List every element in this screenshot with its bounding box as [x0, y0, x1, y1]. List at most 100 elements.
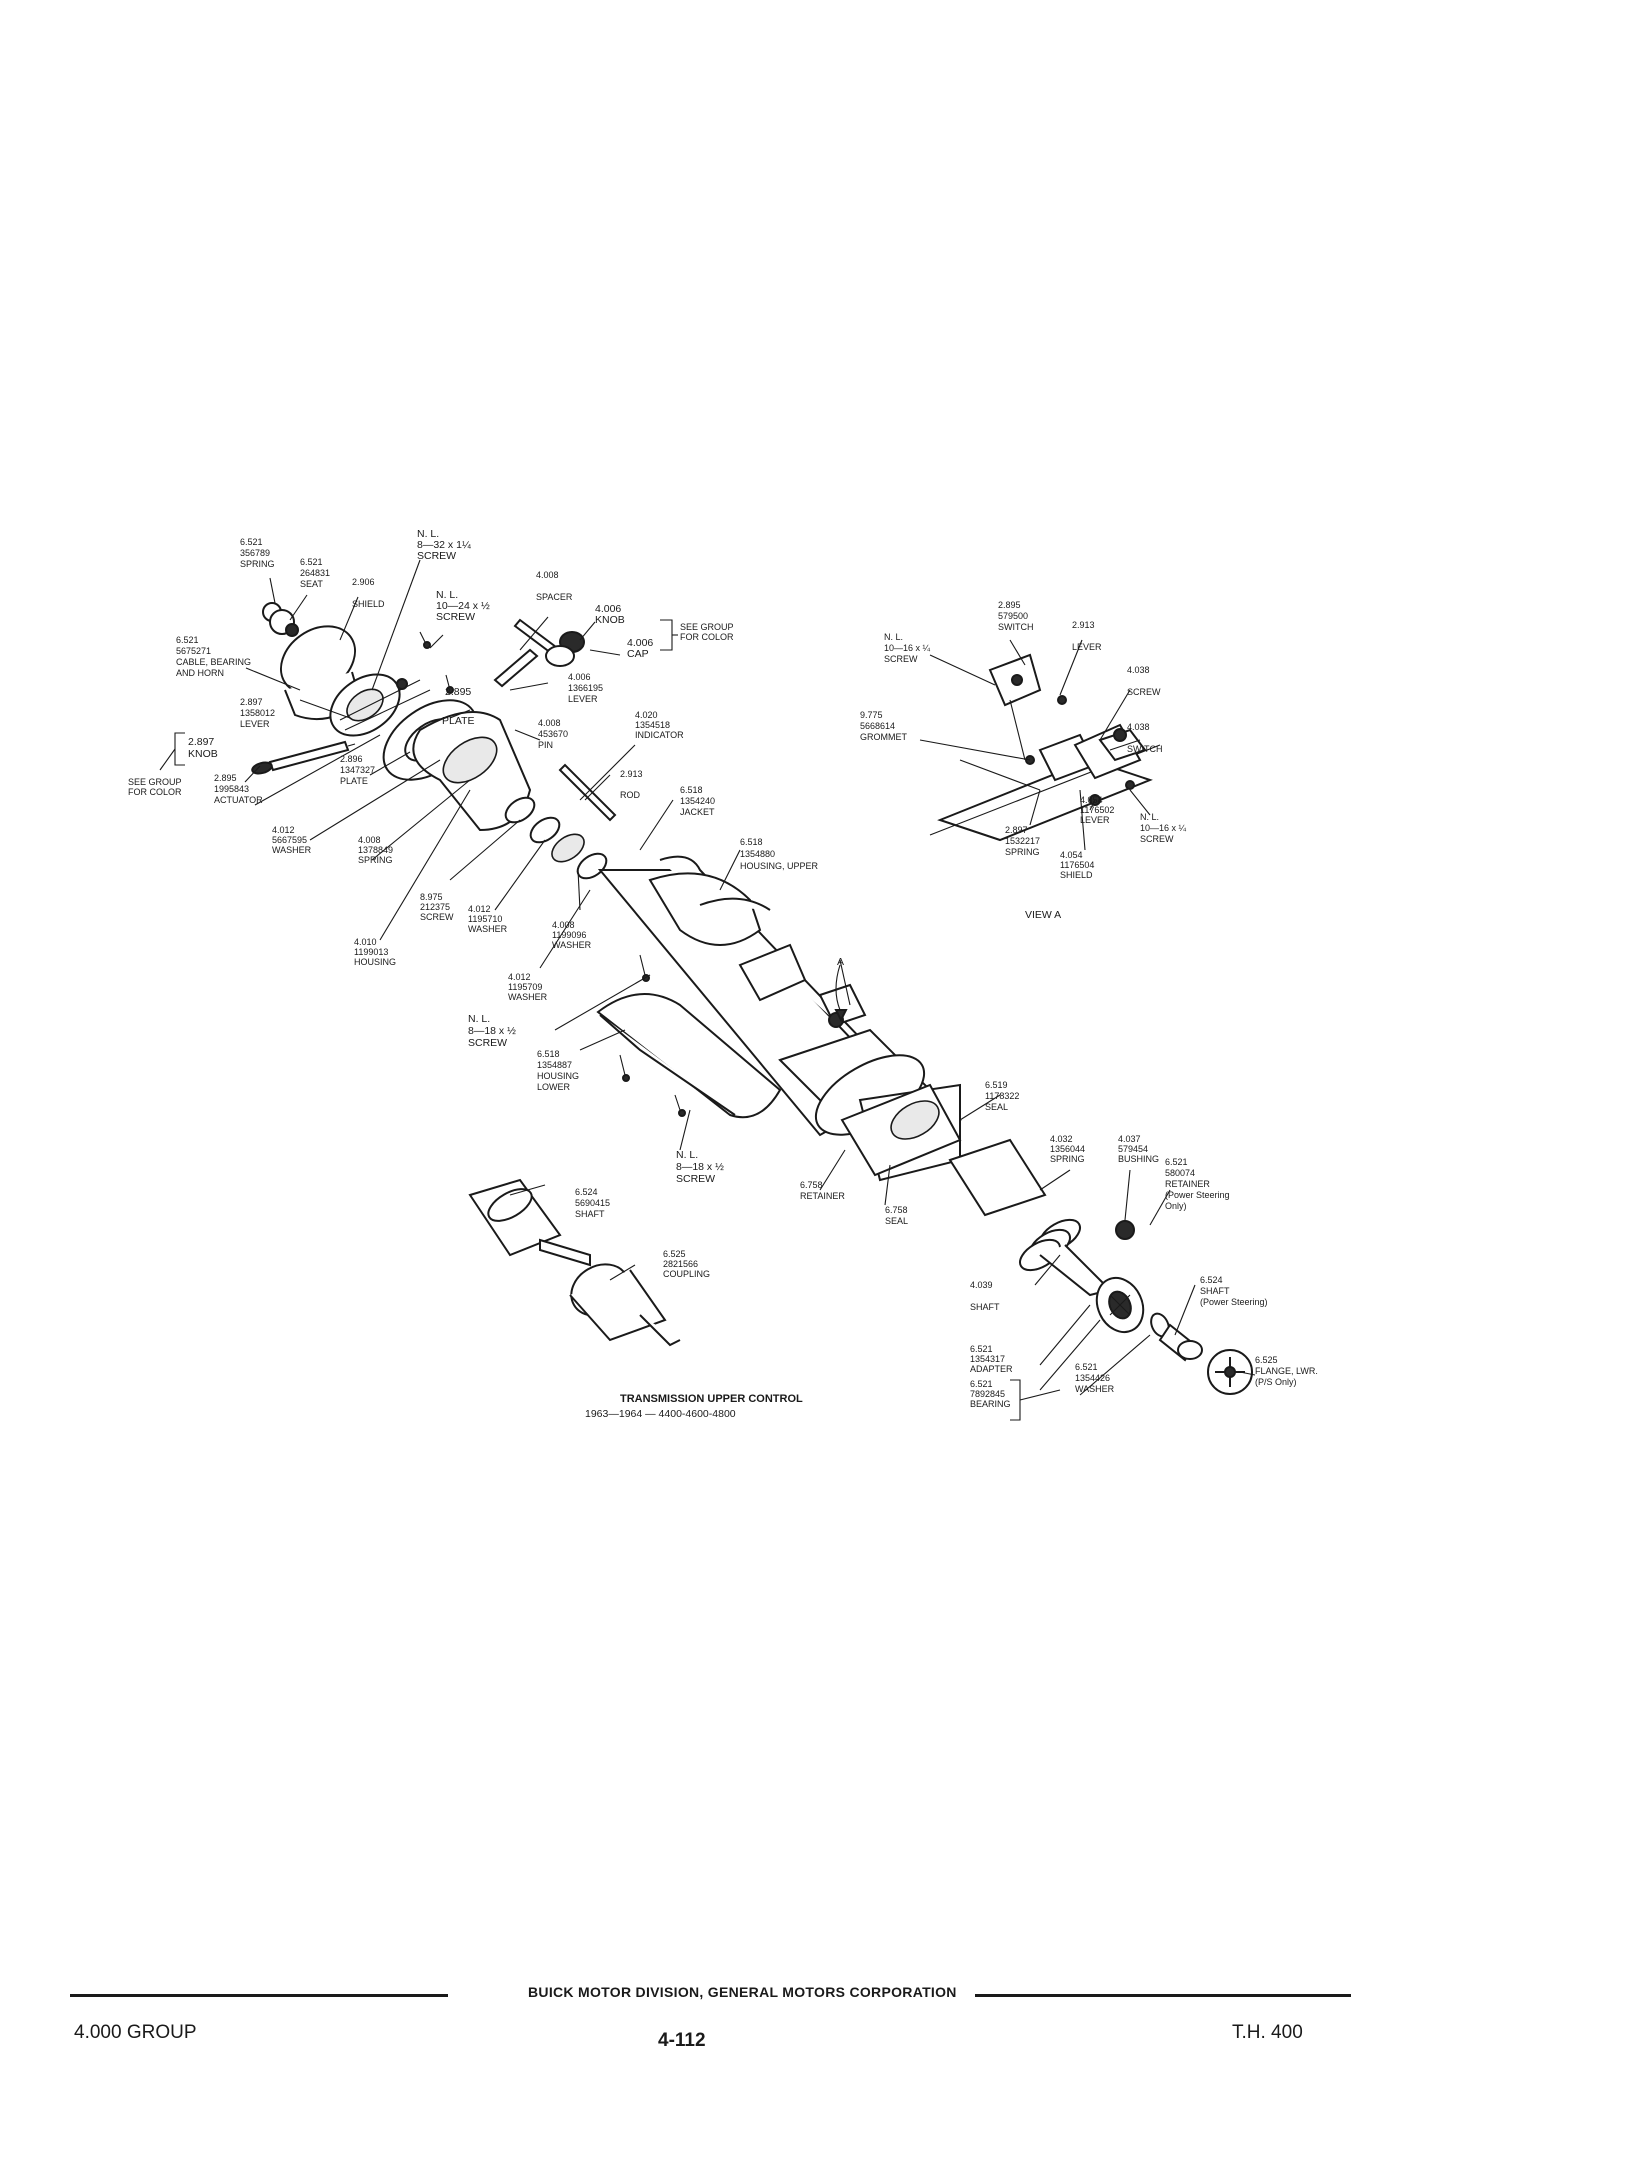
callout-line: 2.906: [352, 577, 375, 587]
callout-line: 1354880: [740, 849, 775, 859]
callout-line: SCREW: [1127, 687, 1161, 697]
callout-line: SCREW: [884, 654, 918, 664]
callout-line: N. L.: [417, 528, 439, 540]
callout-line: 1378849: [358, 845, 393, 855]
callout-line: 1195709: [508, 982, 542, 992]
callout-line: 6.524: [1200, 1275, 1223, 1285]
callout-line: 579454: [1118, 1144, 1148, 1154]
callout-line: 4.008: [358, 835, 381, 845]
callout-line: HOUSING, UPPER: [740, 861, 819, 871]
callout-line: 10—16 x ¼: [1140, 823, 1187, 833]
callout-line: 1366195: [568, 683, 603, 693]
callout-line: WASHER: [272, 845, 312, 855]
callout-line: 2.897: [1005, 825, 1028, 835]
callout-line: SHIELD: [352, 599, 385, 609]
housing-lower: [596, 993, 782, 1119]
callout-line: SPRING: [1005, 847, 1040, 857]
callout-line: 1199013: [354, 947, 388, 957]
callout-line: 2.913: [620, 769, 643, 779]
callout-line: 7892845: [970, 1389, 1005, 1399]
callout-line: ROD: [620, 790, 641, 800]
callout-line: 2821566: [663, 1259, 698, 1269]
callout-line: 1347327: [340, 765, 375, 775]
callout-line: 8—32 x 1¼: [417, 539, 471, 551]
callout-line: LEVER: [240, 719, 270, 729]
callout-line: Only): [1165, 1201, 1187, 1211]
callout-line: SWITCH: [998, 622, 1034, 632]
callout-line: 6.521: [1165, 1157, 1188, 1167]
callout-line: 1354426: [1075, 1373, 1110, 1383]
callout-line: 1178322: [985, 1091, 1019, 1101]
washer-spring-stack: [504, 796, 608, 880]
callout-line: GROMMET: [860, 732, 907, 742]
callout-line: 6.521: [1075, 1362, 1098, 1372]
callout-line: 4.012: [468, 904, 491, 914]
bearing-adapter: [1095, 1276, 1145, 1334]
callout-line: 4.038: [1127, 665, 1150, 675]
callout-line: 264831: [300, 568, 330, 578]
callout-line: SPACER: [536, 592, 573, 602]
callout-line: 6.758: [885, 1205, 908, 1215]
callout-line: 10—16 x ¼: [884, 643, 931, 653]
lever-knob: [251, 740, 356, 775]
callout-line: 4.038: [1127, 722, 1150, 732]
callout-line: FLANGE, LWR.: [1255, 1366, 1318, 1376]
callout-line: (P/S Only): [1255, 1377, 1297, 1387]
callout-line: 1532217: [1005, 836, 1040, 846]
callout-line: WASHER: [1075, 1384, 1115, 1394]
callout-line: AND HORN: [176, 668, 224, 678]
callout-line: KNOB: [188, 748, 218, 760]
callout-line: LEVER: [1080, 815, 1110, 825]
callout-line: SPRING: [240, 559, 275, 569]
callout-line: 6.524: [575, 1187, 598, 1197]
lower-shaft-assembly: [948, 1138, 1112, 1297]
callout-line: LEVER: [568, 694, 598, 704]
callout-line: CAP: [627, 648, 649, 660]
callout-line: N. L.: [884, 632, 903, 642]
callout-line: SEAL: [885, 1216, 908, 1226]
callout-line: VIEW A: [1025, 909, 1061, 921]
misc-screws: [419, 631, 686, 1117]
callout-line: 4.054: [1080, 795, 1103, 805]
callout-line: PLATE: [442, 715, 474, 727]
callout-line: 5668614: [860, 721, 895, 731]
callout-line: 4.032: [1050, 1134, 1073, 1144]
bushing: [1115, 1220, 1135, 1240]
callout-line: 4.010: [354, 937, 377, 947]
callout-line: 2.896: [340, 754, 363, 764]
callout-line: 356789: [240, 548, 270, 558]
callout-line: 4.012: [508, 972, 531, 982]
callout-line: 6.525: [663, 1249, 686, 1259]
callout-line: 2.897: [240, 697, 263, 707]
callout-line: 1356044: [1050, 1144, 1085, 1154]
callout-line: 6.521: [240, 537, 263, 547]
callout-line: 4.006: [568, 672, 591, 682]
callout-line: 579500: [998, 611, 1028, 621]
footer-model: T.H. 400: [1232, 2022, 1303, 2043]
footer-page-number: 4-112: [658, 2030, 706, 2051]
callout-line: COUPLING: [663, 1269, 710, 1279]
callout-line: 8.975: [420, 892, 443, 902]
callout-line: JACKET: [680, 807, 715, 817]
